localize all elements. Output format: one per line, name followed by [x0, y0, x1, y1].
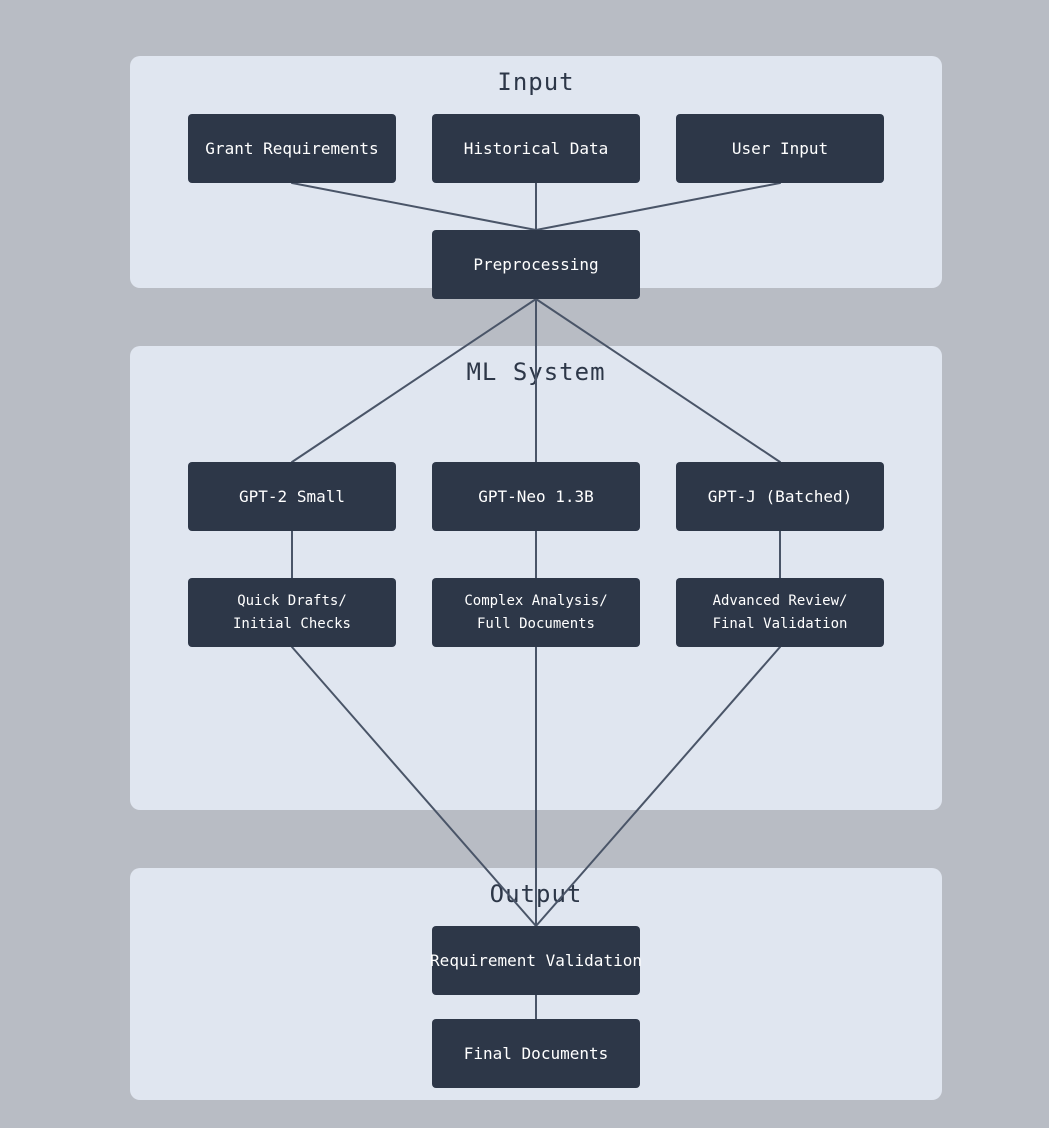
edge-quick-validation	[291, 646, 537, 927]
node-gpt2-small-label: GPT-2 Small	[239, 487, 345, 506]
node-historical-data-label: Historical Data	[463, 139, 609, 158]
edge-user-preprocessing	[535, 182, 781, 231]
node-requirement-validation: Requirement Validation	[430, 926, 642, 995]
node-complex-analysis: Complex Analysis/ Full Documents	[432, 578, 640, 647]
node-user-input-label: User Input	[731, 139, 829, 158]
node-preprocessing: Preprocessing	[432, 230, 640, 299]
node-quick-drafts: Quick Drafts/ Initial Checks	[188, 578, 396, 647]
edge-preprocessing-gpt2	[291, 298, 537, 463]
node-final-documents: Final Documents	[432, 1019, 640, 1088]
node-preprocessing-label: Preprocessing	[473, 255, 599, 274]
node-requirement-validation-label: Requirement Validation	[430, 951, 642, 970]
node-advanced-review: Advanced Review/ Final Validation	[676, 578, 884, 647]
edge-advanced-validation	[535, 646, 781, 927]
node-user-input: User Input	[676, 114, 884, 183]
node-advanced-review-label: Advanced Review/ Final Validation	[712, 592, 848, 632]
node-gpt2-small: GPT-2 Small	[188, 462, 396, 531]
edge-grant-preprocessing	[291, 182, 537, 231]
node-complex-analysis-label: Complex Analysis/ Full Documents	[464, 592, 608, 632]
node-gpt-j: GPT-J (Batched)	[676, 462, 884, 531]
node-historical-data: Historical Data	[432, 114, 640, 183]
node-gpt-neo: GPT-Neo 1.3B	[432, 462, 640, 531]
node-gpt-j-label: GPT-J (Batched)	[707, 487, 853, 506]
edge-preprocessing-gptj	[535, 298, 781, 463]
node-final-documents-label: Final Documents	[463, 1044, 609, 1063]
node-gpt-neo-label: GPT-Neo 1.3B	[478, 487, 594, 506]
group-title-input: Input	[497, 68, 575, 96]
node-grant-requirements: Grant Requirements	[188, 114, 396, 183]
node-grant-requirements-label: Grant Requirements	[205, 139, 379, 158]
node-quick-drafts-label: Quick Drafts/ Initial Checks	[232, 592, 351, 632]
